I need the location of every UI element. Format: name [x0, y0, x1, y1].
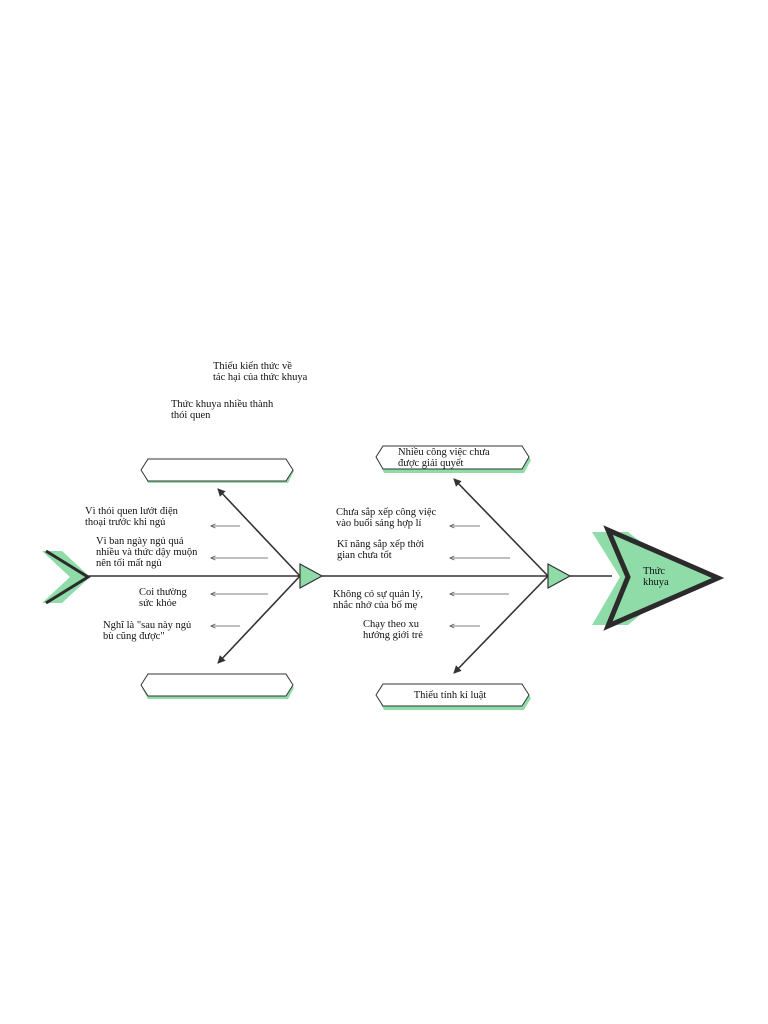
- category-box-bottom-right: Thiếu tính kỉ luật: [375, 683, 531, 710]
- junction-left-icon: [299, 562, 324, 590]
- branch-bottom-right: [453, 575, 549, 674]
- floating-note-1: Thiếu kiến thức về tác hại của thức khuy…: [213, 361, 308, 383]
- category-box-top-left: [140, 458, 294, 483]
- category-label-top-right: Nhiều công việc chưa được giải quyết: [398, 447, 492, 469]
- junction-right-icon: [547, 562, 572, 590]
- branch-top-right: [453, 478, 549, 577]
- tail-chevron-icon: [42, 549, 91, 605]
- head-arrow: Thức khuya: [592, 525, 725, 631]
- cause-top-left-1: Vì thói quen lướt điện thoại trước khi n…: [85, 506, 181, 528]
- branch-top-left: [217, 488, 301, 577]
- branch-bottom-left: [217, 575, 301, 664]
- cause-bottom-left-1: Coi thường sức khỏe: [139, 587, 189, 609]
- floating-note-2: Thức khuya nhiều thành thói quen: [171, 399, 276, 421]
- cause-top-right-2: Kĩ năng sắp xếp thời gian chưa tốt: [337, 539, 427, 561]
- cause-bottom-left-2: Nghĩ là "sau này ngủ bù cũng được": [103, 620, 194, 642]
- cause-bottom-right-2: Chạy theo xu hướng giới trẻ: [363, 619, 423, 641]
- cause-bottom-right-1: Không có sự quản lý, nhắc nhở của bố mẹ: [333, 589, 426, 611]
- category-box-top-right: Nhiều công việc chưa được giải quyết: [375, 445, 531, 473]
- cause-top-right-1: Chưa sắp xếp công việc vào buổi sáng hợp…: [336, 507, 439, 529]
- cause-top-left-2: Vì ban ngày ngủ quá nhiều và thức dậy mu…: [96, 536, 200, 569]
- category-label-bottom-right: Thiếu tính kỉ luật: [414, 690, 487, 701]
- category-box-bottom-left: [140, 673, 294, 699]
- head-label: Thức khuya: [643, 566, 669, 588]
